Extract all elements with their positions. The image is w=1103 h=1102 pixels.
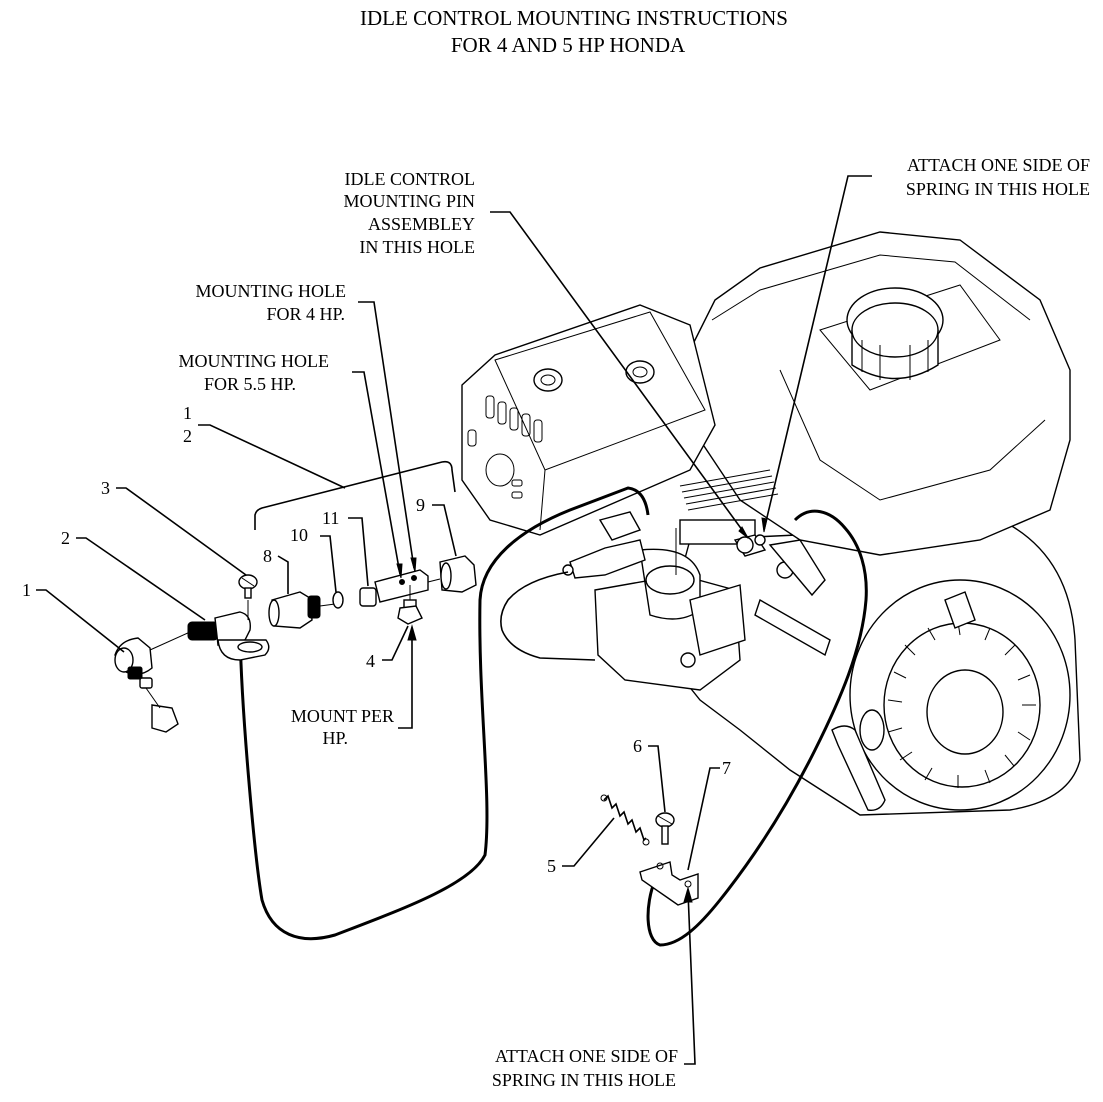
leader-p6 bbox=[648, 745, 666, 813]
swivel-fitting bbox=[187, 611, 270, 661]
leader-p2 bbox=[76, 537, 206, 621]
callout-pin-assembly: IDLE CONTROL MOUNTING PIN ASSEMBLEY IN T… bbox=[344, 169, 476, 257]
title-line-2: FOR 4 AND 5 HP HONDA bbox=[451, 33, 686, 57]
part-number-11: 11 bbox=[322, 508, 339, 528]
title-line-1: IDLE CONTROL MOUNTING INSTRUCTIONS bbox=[360, 6, 788, 30]
part-number-5: 5 bbox=[547, 856, 556, 876]
carb-link-rod bbox=[500, 571, 596, 661]
leader-hole-55hp-arrow bbox=[396, 563, 403, 579]
part-number-group-2: 2 bbox=[183, 426, 192, 446]
leader-p5 bbox=[562, 817, 615, 867]
callout-spring-bottom: ATTACH ONE SIDE OF SPRING IN THIS HOLE bbox=[492, 1046, 678, 1090]
leader-p7 bbox=[687, 767, 720, 871]
svg-text:SPRING IN THIS HOLE: SPRING IN THIS HOLE bbox=[906, 179, 1090, 199]
bracket-screw bbox=[655, 812, 675, 845]
group-bracket bbox=[254, 460, 456, 530]
svg-text:MOUNT PER: MOUNT PER bbox=[291, 706, 394, 726]
svg-text:SPRING IN THIS HOLE: SPRING IN THIS HOLE bbox=[492, 1070, 676, 1090]
leader-p4 bbox=[382, 625, 409, 661]
part-number-labels: 1 2 1 2 3 4 5 6 7 8 9 10 11 bbox=[22, 403, 731, 876]
leader-spring-bottom bbox=[684, 891, 696, 1065]
leader-lines bbox=[36, 175, 872, 1065]
part-number-group-1: 1 bbox=[183, 403, 192, 423]
extension-spring bbox=[600, 794, 650, 846]
svg-text:HP.: HP. bbox=[322, 728, 348, 748]
diagram-title: IDLE CONTROL MOUNTING INSTRUCTIONS FOR 4… bbox=[360, 6, 788, 57]
leader-p1 bbox=[36, 589, 125, 653]
leader-pin-assembly bbox=[490, 211, 749, 539]
part-number-2: 2 bbox=[61, 528, 70, 548]
svg-text:MOUNTING PIN: MOUNTING PIN bbox=[344, 191, 476, 211]
leader-spring-top-arrow bbox=[761, 517, 768, 533]
part-number-3: 3 bbox=[101, 478, 110, 498]
ferrule-nut bbox=[268, 591, 336, 629]
honda-engine-illustration bbox=[461, 231, 1081, 816]
callout-hole-4hp: MOUNTING HOLE FOR 4 HP. bbox=[196, 281, 346, 324]
carburetor-assembly bbox=[562, 511, 831, 691]
washer bbox=[332, 591, 344, 609]
end-nut bbox=[439, 555, 477, 593]
part-number-10: 10 bbox=[290, 525, 308, 545]
starter-handle bbox=[831, 725, 886, 811]
svg-text:ASSEMBLEY: ASSEMBLEY bbox=[368, 214, 475, 234]
leader-mount-per-hp-arrow bbox=[407, 624, 417, 641]
leader-pin-assembly-arrow bbox=[738, 526, 749, 539]
svg-text:FOR 5.5 HP.: FOR 5.5 HP. bbox=[204, 374, 296, 394]
part-number-6: 6 bbox=[633, 736, 642, 756]
leader-p10 bbox=[320, 535, 337, 593]
mounting-pin-tube bbox=[359, 569, 441, 607]
valve-cover bbox=[461, 304, 779, 536]
elbow-fitting bbox=[114, 631, 191, 733]
part-number-1: 1 bbox=[22, 580, 31, 600]
part-number-4: 4 bbox=[366, 651, 375, 671]
callout-mount-per-hp: MOUNT PER HP. bbox=[291, 706, 394, 748]
mount-stud bbox=[397, 585, 423, 625]
idle-control-kit-parts bbox=[114, 460, 477, 733]
part-number-9: 9 bbox=[416, 495, 425, 515]
svg-text:IDLE CONTROL: IDLE CONTROL bbox=[345, 169, 475, 189]
leader-hole-55hp bbox=[352, 371, 401, 575]
svg-text:ATTACH ONE SIDE OF: ATTACH ONE SIDE OF bbox=[495, 1046, 678, 1066]
leader-hole-4hp-arrow bbox=[410, 557, 417, 573]
leader-p3 bbox=[116, 487, 247, 576]
svg-text:FOR 4 HP.: FOR 4 HP. bbox=[266, 304, 345, 324]
leader-p9 bbox=[432, 504, 457, 557]
starter-grip bbox=[859, 709, 885, 751]
screw bbox=[238, 574, 258, 620]
part-number-7: 7 bbox=[722, 758, 731, 778]
idle-control-cable bbox=[238, 486, 650, 941]
leader-p8 bbox=[277, 555, 289, 594]
callout-spring-top: ATTACH ONE SIDE OF SPRING IN THIS HOLE bbox=[906, 155, 1090, 199]
leader-group bbox=[198, 424, 346, 489]
recoil-starter bbox=[849, 579, 1071, 811]
spring-and-bracket bbox=[600, 794, 699, 906]
leader-spring-top bbox=[763, 175, 872, 531]
callout-hole-55hp: MOUNTING HOLE FOR 5.5 HP. bbox=[179, 351, 329, 394]
leader-p11 bbox=[348, 517, 369, 587]
fuel-tank bbox=[689, 231, 1071, 556]
svg-text:MOUNTING HOLE: MOUNTING HOLE bbox=[179, 351, 329, 371]
svg-text:MOUNTING HOLE: MOUNTING HOLE bbox=[196, 281, 346, 301]
leader-spring-bottom-arrow bbox=[683, 886, 693, 903]
leader-mount-per-hp bbox=[398, 632, 413, 729]
svg-text:IN THIS HOLE: IN THIS HOLE bbox=[359, 237, 475, 257]
svg-text:ATTACH ONE SIDE OF: ATTACH ONE SIDE OF bbox=[907, 155, 1090, 175]
part-number-8: 8 bbox=[263, 546, 272, 566]
leader-hole-4hp bbox=[358, 301, 415, 569]
spring-cable-loop bbox=[646, 509, 868, 947]
